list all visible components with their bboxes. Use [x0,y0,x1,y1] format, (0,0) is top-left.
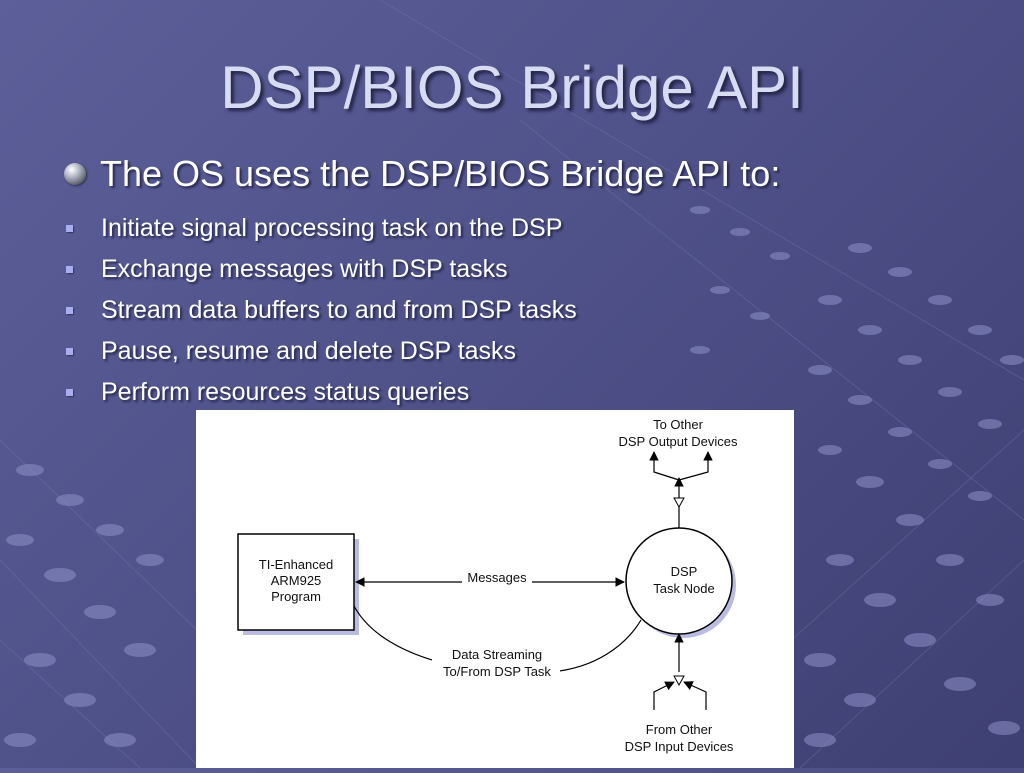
arm-box-line: Program [271,589,321,604]
main-bullet-text: The OS uses the DSP/BIOS Bridge API to: [100,153,781,194]
arm-program-box [237,533,355,631]
square-bullet-icon [66,389,73,396]
sub-bullet-item: Perform resources status queries [64,372,577,413]
sub-bullet-text: Exchange messages with DSP tasks [101,255,508,283]
sub-bullet-list: Initiate signal processing task on the D… [64,208,577,413]
output-branch-left [649,451,680,481]
messages-label: Messages [467,570,527,585]
streaming-label-line: Data Streaming [452,647,542,662]
input-label-line: From Other [646,722,713,737]
output-open-arrow-icon [673,497,685,509]
input-branch-right [683,681,707,710]
square-bullet-icon [66,307,73,314]
arm-box-line: TI-Enhanced [259,557,333,572]
output-label-line: To Other [653,417,704,432]
output-label-line: DSP Output Devices [619,434,738,449]
sub-bullet-text: Initiate signal processing task on the D… [101,214,563,242]
input-open-arrow-icon [673,675,685,687]
architecture-diagram: TI-Enhanced ARM925 Program DSP Task Node… [196,410,794,768]
square-bullet-icon [66,225,73,232]
output-branch-right [678,451,713,481]
sub-bullet-text: Perform resources status queries [101,378,470,406]
sub-bullet-text: Pause, resume and delete DSP tasks [101,337,517,365]
dsp-node-line: Task Node [653,581,714,596]
dsp-node-line: DSP [671,564,698,579]
streaming-label-bg [432,646,560,682]
square-bullet-icon [66,266,73,273]
square-bullet-icon [66,348,73,355]
sub-bullet-item: Stream data buffers to and from DSP task… [64,290,577,331]
arm-box-line: ARM925 [271,573,322,588]
sub-bullet-item: Initiate signal processing task on the D… [64,208,577,249]
orb-bullet-icon [64,163,86,185]
input-label-line: DSP Input Devices [625,739,734,754]
slide-title: DSP/BIOS Bridge API [220,54,804,121]
sub-bullet-item: Exchange messages with DSP tasks [64,249,577,290]
main-bullet: The OS uses the DSP/BIOS Bridge API to: [64,156,780,192]
sub-bullet-item: Pause, resume and delete DSP tasks [64,331,577,372]
streaming-label-line: To/From DSP Task [443,664,551,679]
input-branch-left [653,681,675,710]
messages-label-bg [462,569,532,585]
sub-bullet-text: Stream data buffers to and from DSP task… [101,296,577,324]
diagram-canvas: TI-Enhanced ARM925 Program DSP Task Node… [237,417,738,754]
